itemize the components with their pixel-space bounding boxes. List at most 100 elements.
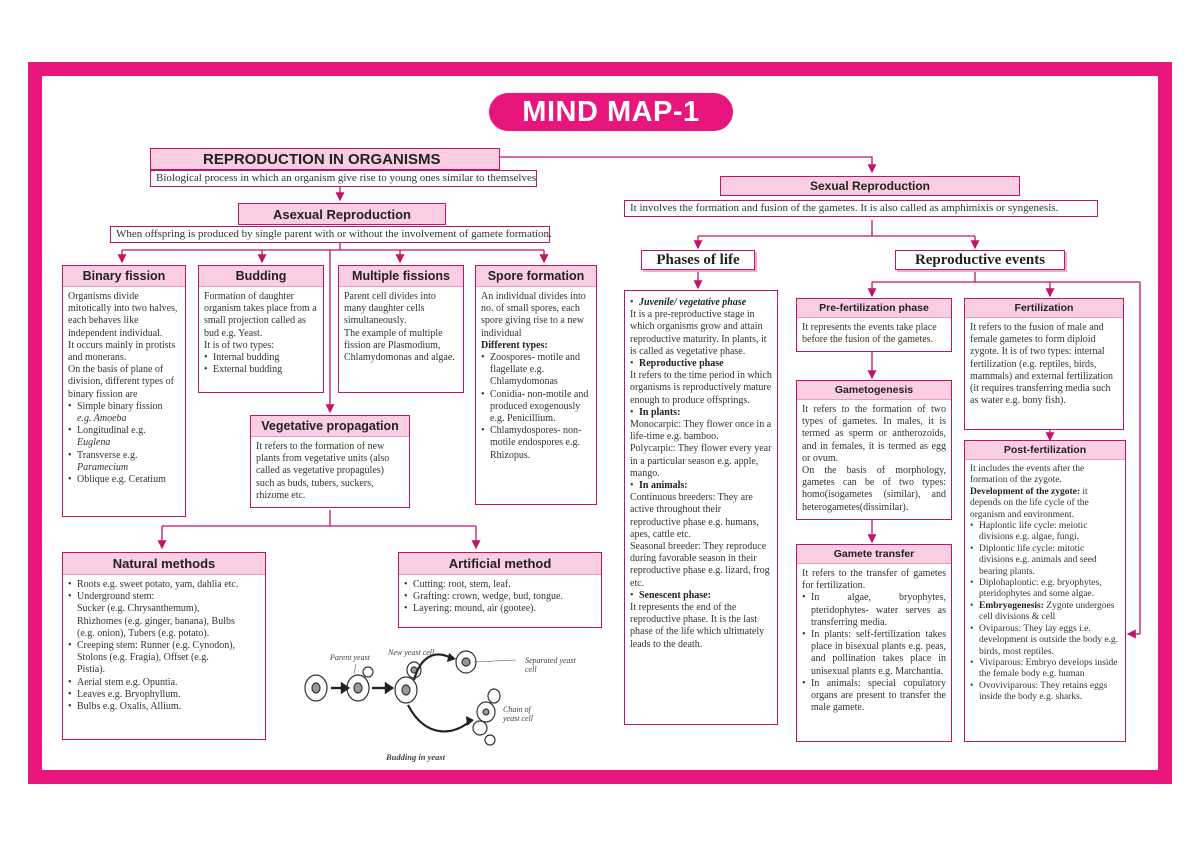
- phases-of-life-box: Juvenile/ vegetative phase It is a pre-r…: [624, 290, 778, 725]
- parent-yeast-label: Parent yeast: [330, 653, 370, 662]
- asexual-title: Asexual Reproduction: [238, 203, 446, 225]
- list-item: Haplontic life cycle: meiotic divisions …: [970, 521, 1120, 544]
- list-item: Viviparous: Embryo develops inside the f…: [970, 658, 1120, 681]
- phases-of-life-title: Phases of life: [641, 250, 755, 270]
- gamete-transfer-title: Gamete transfer: [797, 545, 951, 564]
- gamete-transfer-text: It refers to the transfer of gametes for…: [802, 568, 946, 592]
- polycarpic-text: Polycarpic: They flower every year in a …: [630, 443, 772, 479]
- list-item: Chlamydospores- non-motile endospores e.…: [481, 425, 591, 462]
- senescent-phase-text: It represents the end of the reproductiv…: [630, 602, 765, 650]
- gamete-transfer-box: Gamete transfer It refers to the transfe…: [796, 544, 952, 742]
- yeast-budding-illustration: [304, 650, 517, 746]
- budding-in-yeast-caption: Budding in yeast: [386, 752, 446, 762]
- list-item: Transverse e.g.Paramecium: [68, 450, 180, 474]
- list-item: Ovoviviparous: They retains eggs inside …: [970, 681, 1120, 704]
- multiple-fissions-text: The example of multiple fission are Plas…: [344, 327, 455, 364]
- list-item: In animals: special copulatory organs ar…: [802, 678, 946, 715]
- seasonal-breeder-text: Seasonal breeder: They reproduce during …: [630, 541, 770, 589]
- list-item: Longitudinal e.g.Euglena: [68, 425, 180, 449]
- pre-fertilization-text: It represents the events take place befo…: [802, 322, 937, 346]
- list-item: Bulbs e.g. Oxalis, Allium.: [68, 701, 260, 713]
- list-item: Underground stem:: [68, 591, 260, 603]
- list-item: Oblique e.g. Ceratium: [68, 474, 180, 486]
- list-item: Roots e.g. sweet potato, yam, dahlia etc…: [68, 579, 260, 591]
- list-item: Pistia).: [77, 664, 106, 676]
- budding-title: Budding: [199, 266, 323, 287]
- in-animals-heading: In animals:: [639, 480, 688, 492]
- list-item: Rhizhomes (e.g. ginger, banana), Bulbs: [77, 615, 235, 627]
- monocarpic-text: Monocarpic: They flower once in a life-t…: [630, 419, 772, 443]
- continuous-breeders-text: Continuous breeders: They are active thr…: [630, 492, 759, 540]
- binary-fission-box: Binary fission Organisms divide mitotica…: [62, 265, 186, 517]
- juvenile-phase-text: It is a pre-reproductive stage in which …: [630, 309, 767, 357]
- list-item: Leaves e.g. Bryophyllum.: [68, 689, 260, 701]
- list-item: Stolons (e.g. Fragia), Offset (e.g.: [77, 652, 209, 664]
- root-desc: Biological process in which an organism …: [150, 170, 537, 187]
- development-heading: Development of the zygote:: [970, 486, 1081, 497]
- chain-yeast-label: Chain of yeast cell: [503, 705, 533, 723]
- spore-formation-box: Spore formation An individual divides in…: [475, 265, 597, 505]
- list-item: Creeping stem: Runner (e.g. Cynodon),: [68, 640, 260, 652]
- natural-title: Natural methods: [63, 553, 265, 575]
- fertilization-text: It refers to the fusion of male and fema…: [970, 322, 1113, 407]
- vegetative-text: It refers to the formation of new plants…: [256, 441, 390, 501]
- list-item: In algae, bryophytes, pteridophytes- wat…: [802, 592, 946, 629]
- sexual-desc: It involves the formation and fusion of …: [624, 200, 1098, 217]
- sexual-title: Sexual Reproduction: [720, 176, 1020, 196]
- asexual-desc: When offspring is produced by single par…: [110, 226, 552, 243]
- gametogenesis-box: Gametogenesis It refers to the formation…: [796, 380, 952, 520]
- reproductive-phase-text: It refers to the time period in which or…: [630, 370, 772, 406]
- gametogenesis-text: It refers to the formation of two types …: [802, 404, 946, 464]
- binary-fission-text: On the basis of plane of division, diffe…: [68, 364, 174, 400]
- list-item: Sucker (e.g. Chrysanthemum),: [77, 603, 200, 615]
- spore-types-heading: Different types:: [481, 339, 548, 351]
- list-item: In plants: self-fertilization takes plac…: [802, 629, 946, 678]
- budding-box: Budding Formation of daughter organism t…: [198, 265, 324, 393]
- post-fertilization-title: Post-fertilization: [965, 441, 1125, 460]
- juvenile-phase-heading: Juvenile/ vegetative phase: [639, 297, 747, 308]
- in-plants-heading: In plants:: [639, 406, 681, 418]
- list-item: Diplontic life cycle: mitotic divisions …: [970, 544, 1120, 578]
- separated-yeast-label: Separated yeast cell: [525, 656, 576, 674]
- budding-text: Formation of daughter organism takes pla…: [204, 291, 317, 339]
- list-item: Oviparous: They lay eggs i.e. developmen…: [970, 624, 1120, 658]
- list-item: Diplohaplontic: e.g. bryophytes, pterido…: [970, 578, 1120, 601]
- pre-fertilization-title: Pre-fertilization phase: [797, 299, 951, 318]
- senescent-phase-heading: Senescent phase:: [639, 589, 711, 601]
- spore-formation-title: Spore formation: [476, 266, 596, 287]
- list-item: Zoospores- motile and flagellate e.g. Ch…: [481, 352, 591, 389]
- multiple-fissions-text: Parent cell divides into many daughter c…: [344, 291, 436, 327]
- development-text: it depends on the life cycle of the orga…: [970, 486, 1089, 520]
- list-item: Layering: mound, air (gootee).: [404, 603, 596, 615]
- list-item: Grafting: crown, wedge, bud, tongue.: [404, 591, 596, 603]
- gametogenesis-title: Gametogenesis: [797, 381, 951, 400]
- post-fertilization-box: Post-fertilization It includes the event…: [964, 440, 1126, 742]
- new-yeast-cell-label: New yeast cell: [388, 648, 435, 657]
- gametogenesis-text: On the basis of morphology, gametes can …: [802, 465, 946, 513]
- binary-fission-title: Binary fission: [63, 266, 185, 287]
- list-item: Internal budding: [204, 352, 318, 364]
- binary-fission-text: Organisms divide mitotically into two ha…: [68, 291, 178, 339]
- list-item: Cutting: root, stem, leaf.: [404, 579, 596, 591]
- list-item: (e.g. onion), Tubers (e.g. potato).: [77, 627, 210, 639]
- artificial-title: Artificial method: [399, 553, 601, 575]
- spore-formation-text: An individual divides into no. of small …: [481, 291, 586, 339]
- fertilization-box: Fertilization It refers to the fusion of…: [964, 298, 1124, 430]
- mind-map-title: MIND MAP-1: [489, 93, 733, 131]
- vegetative-title: Vegetative propagation: [251, 416, 409, 437]
- multiple-fissions-title: Multiple fissions: [339, 266, 463, 287]
- natural-methods-box: Natural methods Roots e.g. sweet potato,…: [62, 552, 266, 740]
- list-item: Conidia- non-motile and produced exogeno…: [481, 389, 591, 426]
- vegetative-propagation-box: Vegetative propagation It refers to the …: [250, 415, 410, 508]
- list-item: External budding: [204, 364, 318, 376]
- list-item: Embryogenesis: Zygote undergoes cell div…: [970, 601, 1120, 624]
- pre-fertilization-box: Pre-fertilization phase It represents th…: [796, 298, 952, 352]
- reproductive-events-title: Reproductive events: [895, 250, 1065, 270]
- artificial-method-box: Artificial method Cutting: root, stem, l…: [398, 552, 602, 628]
- fertilization-title: Fertilization: [965, 299, 1123, 318]
- root-title: REPRODUCTION IN ORGANISMS: [150, 148, 500, 170]
- multiple-fissions-box: Multiple fissions Parent cell divides in…: [338, 265, 464, 393]
- list-item: Aerial stem e.g. Opuntia.: [68, 677, 260, 689]
- budding-text: It is of two types:: [204, 339, 274, 351]
